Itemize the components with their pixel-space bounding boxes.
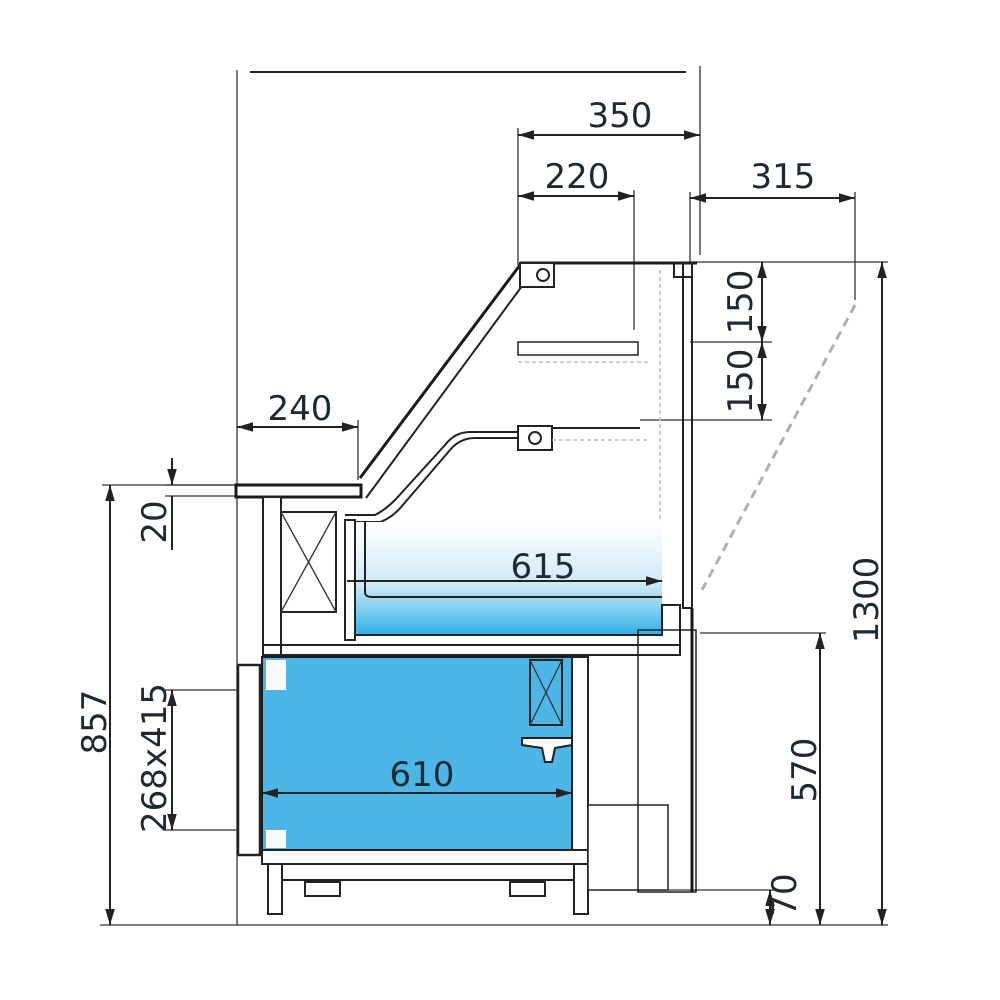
- label-240: 240: [268, 389, 333, 429]
- door: [236, 663, 262, 857]
- dashed-front-glass: [700, 304, 857, 591]
- label-350: 350: [588, 96, 653, 136]
- counter-body: [234, 483, 697, 915]
- work-top: [234, 483, 363, 499]
- dimension-lines: [105, 71, 887, 925]
- display-well: [356, 522, 662, 635]
- label-315: 315: [751, 157, 816, 197]
- label-door-size: 268x415: [135, 683, 175, 833]
- label-610: 610: [390, 755, 455, 795]
- label-20: 20: [135, 500, 175, 543]
- label-150-upper: 150: [721, 270, 761, 335]
- storage-compartment: [261, 656, 573, 851]
- label-220: 220: [545, 157, 610, 197]
- shelves: [517, 262, 693, 451]
- label-857: 857: [75, 690, 115, 755]
- label-1300: 1300: [847, 557, 887, 644]
- label-570: 570: [785, 738, 825, 803]
- label-70: 70: [765, 873, 805, 916]
- shelf-lower: [517, 425, 553, 451]
- dimension-labels: 350 220 315 150 150 1300 570 70 240 20 8…: [75, 96, 887, 917]
- shelf-middle: [517, 341, 639, 356]
- label-150-lower: 150: [721, 349, 761, 414]
